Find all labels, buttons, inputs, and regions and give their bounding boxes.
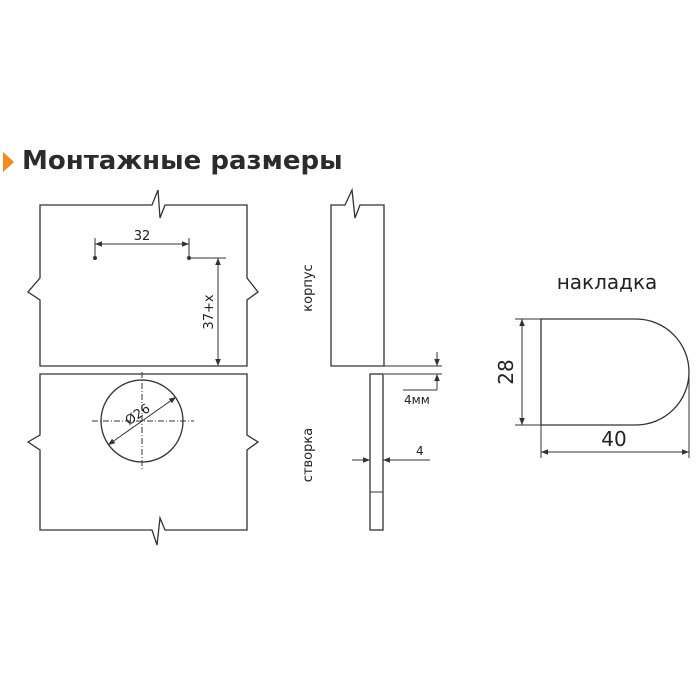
door-panel-outline — [26, 373, 260, 546]
dim-plate-height-label: 28 — [494, 359, 518, 384]
body-panel-outline — [27, 189, 259, 367]
dim-door-gap-label: 4 — [416, 444, 424, 458]
dim-gap-label: 4мм — [404, 393, 430, 407]
dim-spacing-label: 32 — [134, 229, 151, 244]
dim-cup-label: Ø26 — [123, 401, 154, 429]
door-label: створка — [301, 428, 316, 482]
page-title: Монтажные размеры — [22, 146, 343, 176]
header: Монтажные размеры — [0, 140, 700, 188]
body-label: корпус — [301, 264, 316, 311]
orange-chevron-icon — [3, 152, 14, 172]
mount-point-right — [187, 256, 191, 260]
plate-title: накладка — [557, 270, 658, 294]
door-section-outline — [369, 373, 384, 531]
dim-plate-width-label: 40 — [601, 427, 626, 451]
dim-edge-label: 37+x — [202, 294, 217, 329]
plate-outline — [540, 318, 690, 426]
dim-line-cup — [107, 396, 177, 446]
body-section-outline — [330, 187, 385, 367]
mount-point-left — [93, 256, 97, 260]
